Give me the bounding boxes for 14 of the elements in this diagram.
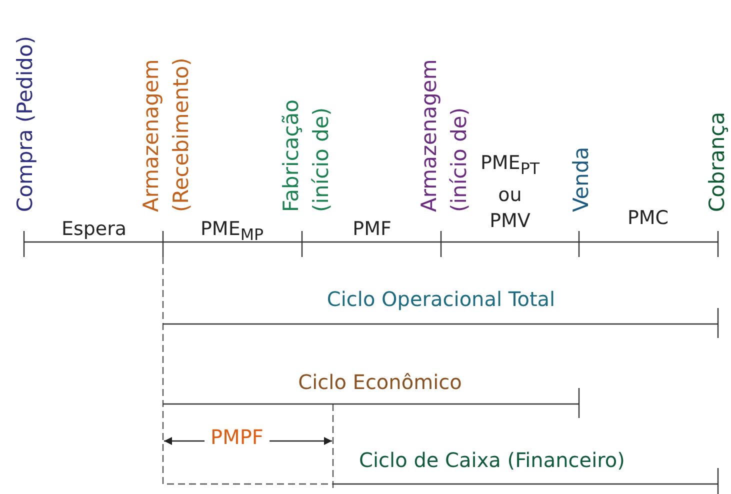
event-label: Compra (Pedido) [12, 34, 38, 212]
event-label: Armazenagem (Recebimento) [138, 56, 194, 212]
cycle-label: Ciclo Econômico [298, 370, 462, 394]
period-label: PME$_{PT}$ ou PMV [479, 151, 541, 234]
cycle-label: Ciclo de Caixa (Financeiro) [359, 448, 625, 472]
event-label: Fabricação (início de) [278, 98, 334, 212]
period-label: PMF [352, 217, 392, 242]
period-label: PME$_{MP}$ [200, 217, 264, 246]
event-label: Cobrança [704, 110, 730, 212]
event-label: Armazenagem (início de) [416, 58, 472, 212]
event-label: Venda [568, 146, 594, 212]
period-label: Espera [61, 217, 127, 242]
period-label: PMC [627, 206, 669, 231]
cycle-label: Ciclo Operacional Total [326, 287, 556, 311]
